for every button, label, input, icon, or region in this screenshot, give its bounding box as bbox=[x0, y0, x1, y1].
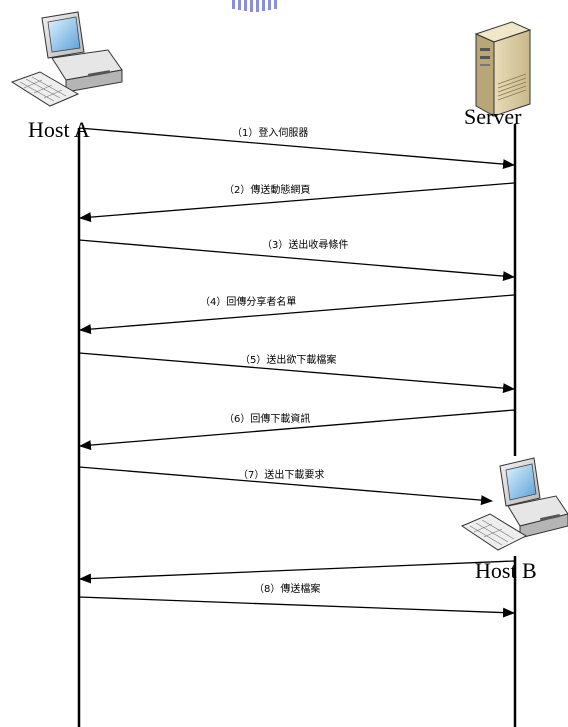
watermark-logo bbox=[232, 0, 277, 12]
computer-icon-host-a bbox=[12, 12, 122, 106]
message-label-6: （6）回傳下載資訊 bbox=[224, 412, 310, 425]
computer-icon-host-b bbox=[462, 458, 568, 550]
message-arrow-4 bbox=[80, 295, 514, 330]
message-arrow-8b bbox=[79, 597, 514, 613]
server-label: Server bbox=[464, 104, 522, 129]
message-label-1: （1）登入伺服器 bbox=[232, 126, 308, 139]
message-arrows bbox=[79, 128, 514, 613]
message-label-8: （8）傳送檔案 bbox=[254, 582, 320, 595]
message-label-5: （5）送出欲下載檔案 bbox=[240, 353, 336, 366]
message-label-4: （4）回傳分享者名單 bbox=[200, 295, 296, 308]
host-a-label: Host A bbox=[28, 117, 90, 142]
message-label-3: （3）送出收尋條件 bbox=[262, 238, 348, 251]
server-icon bbox=[476, 22, 530, 116]
message-label-2: （2）傳送動態網頁 bbox=[224, 183, 310, 196]
message-label-7: （7）送出下載要求 bbox=[238, 468, 324, 481]
message-arrow-8a bbox=[80, 561, 514, 579]
